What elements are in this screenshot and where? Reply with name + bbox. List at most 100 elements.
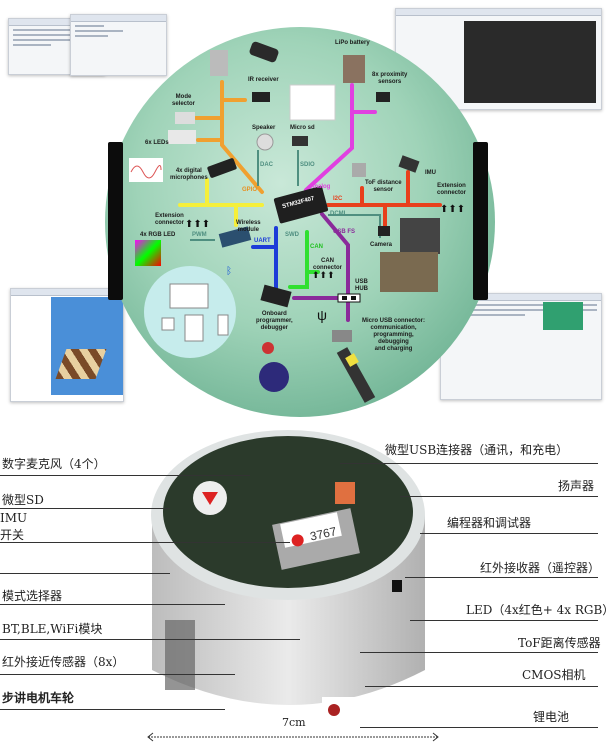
- label-led-cn: LED（4x红色+ 4x RGB）: [466, 603, 608, 617]
- usb-symbol-icon: ψ: [317, 307, 327, 323]
- extension-right-label: Extension connector: [437, 183, 467, 196]
- speaker-label: Speaker: [252, 125, 276, 131]
- can-connector-label: CAN connector: [313, 258, 343, 271]
- extension-left-label: Extension connector: [155, 213, 185, 226]
- can-bus: [288, 230, 320, 289]
- dcmi-bus-label: DCMI: [330, 211, 346, 217]
- phone-icon: [217, 314, 229, 336]
- usb-connector-icon: [332, 330, 352, 342]
- label-mode-selector-cn: 模式选择器: [2, 589, 63, 603]
- leader-line: [360, 727, 598, 728]
- camera-label: Camera: [370, 242, 393, 248]
- label-tof-cn: ToF距离传感器: [518, 636, 601, 650]
- dimension-label: 7cm: [282, 716, 306, 729]
- micro-sd-icon: [292, 136, 308, 146]
- microphones-label: 4x digital microphones: [170, 168, 208, 181]
- label-switch-cn: 开关: [0, 528, 25, 542]
- camera-icon: [378, 226, 390, 236]
- signal-wave: [130, 165, 162, 179]
- simulator-screenshot-bottom-left: [10, 288, 124, 402]
- leader-line: [0, 674, 235, 675]
- laptop-icon: [169, 283, 209, 309]
- tablet-icon: [184, 314, 204, 342]
- software-screenshot-top-left-2: [70, 14, 167, 76]
- bluetooth-icon: ᛒ: [226, 266, 232, 277]
- right-wheel-bar: [473, 142, 488, 300]
- battery-icon: [343, 55, 365, 83]
- analog-bus-label: Analog: [310, 184, 331, 190]
- battery-sticker: [322, 697, 362, 723]
- lipo-battery-label: LiPo battery: [335, 40, 370, 46]
- programmer-chip-icon: [260, 284, 292, 308]
- leader-line: [0, 475, 250, 476]
- speaker-icon: [256, 133, 274, 151]
- label-ir-receiver-cn: 红外接收器（遥控器）: [480, 561, 601, 575]
- leader-line: [400, 496, 598, 497]
- eclipse-icon: [259, 362, 289, 392]
- ir-receiver-part: [392, 580, 402, 592]
- svg-text:⬆⬆⬆: ⬆⬆⬆: [185, 219, 210, 230]
- label-imu-cn: IMU: [0, 511, 28, 525]
- i2c-bus-label: I2C: [333, 196, 343, 202]
- gpio-bus-label: GPIO: [242, 187, 258, 193]
- leds-icon: [168, 130, 196, 144]
- label-micro-usb-cn: 微型USB连接器（通讯，和充电）: [385, 443, 569, 457]
- camera-view-icon: [400, 218, 440, 254]
- leader-line: [0, 639, 300, 640]
- usb-fs-bus-label: USB FS: [333, 229, 356, 235]
- label-microphones-cn: 数字麦克风（4个）: [2, 457, 106, 471]
- connector: [335, 482, 355, 504]
- uart-bus: [251, 226, 278, 292]
- watch-icon: [161, 317, 175, 331]
- leader-line: [0, 573, 170, 574]
- imu-icon: [398, 155, 420, 173]
- leader-line: [0, 542, 290, 543]
- wireless-module-icon: [218, 226, 252, 248]
- gpio-bus: [194, 80, 264, 194]
- devices-circle: [144, 266, 236, 358]
- ir-receiver-icon: [252, 92, 270, 102]
- bus-lines: ψ ᛒ ⬆⬆⬆ ⬆⬆⬆ ⬆⬆⬆: [129, 41, 465, 403]
- pcb-board: [163, 436, 413, 588]
- usb-hub-label: USB HUB: [355, 279, 368, 292]
- leader-line: [365, 686, 598, 687]
- robot-body: [152, 515, 425, 705]
- bug-icon: [262, 342, 274, 354]
- pwm-bus-label: PWM: [192, 232, 207, 238]
- rgb-led-label: 4x RGB LED: [140, 232, 176, 238]
- motor-icon: [210, 50, 228, 76]
- leader-line: [0, 709, 225, 710]
- mode-selector-icon: [175, 112, 195, 124]
- wheel-left: [165, 620, 195, 690]
- label-speaker-cn: 扬声器: [558, 479, 595, 493]
- can-bus-label: CAN: [310, 244, 323, 250]
- sdio-bus-label: SDIO: [300, 162, 315, 168]
- label-programmer-cn: 编程器和调试器: [447, 516, 532, 530]
- ir-receiver-label: IR receiver: [248, 77, 279, 83]
- photo-icon: [380, 252, 438, 292]
- i2c-bus: [326, 170, 442, 228]
- leader-line: [410, 620, 598, 621]
- microphone-icon: [207, 158, 237, 178]
- leader-line: [405, 577, 598, 578]
- microphone-bus: [178, 178, 264, 227]
- analog-bus: [304, 83, 377, 192]
- tof-sensor-icon: [352, 163, 366, 177]
- stm32-chip: [273, 186, 329, 224]
- usb-hub-box: [337, 293, 361, 303]
- logo-button: [193, 481, 227, 515]
- imu-label: IMU: [425, 170, 436, 176]
- wifi-module: [272, 508, 360, 570]
- swd-bus-label: SWD: [285, 232, 299, 238]
- table-icon: [289, 84, 336, 121]
- svg-text:⬆⬆⬆: ⬆⬆⬆: [312, 270, 335, 280]
- label-micro-sd-cn: 微型SD: [2, 493, 44, 507]
- leader-line: [0, 604, 225, 605]
- proximity-label: 8x proximity sensors: [372, 72, 408, 85]
- label-proximity-cn: 红外接近传感器（8x）: [2, 655, 125, 669]
- leader-line: [0, 508, 170, 509]
- micro-sd-label: Micro sd: [290, 125, 315, 131]
- label-stepper-wheel-cn: 步讲电机车轮: [2, 691, 75, 705]
- signal-plot-icon: [129, 158, 163, 182]
- mode-selector-label: Mode selector: [172, 94, 196, 107]
